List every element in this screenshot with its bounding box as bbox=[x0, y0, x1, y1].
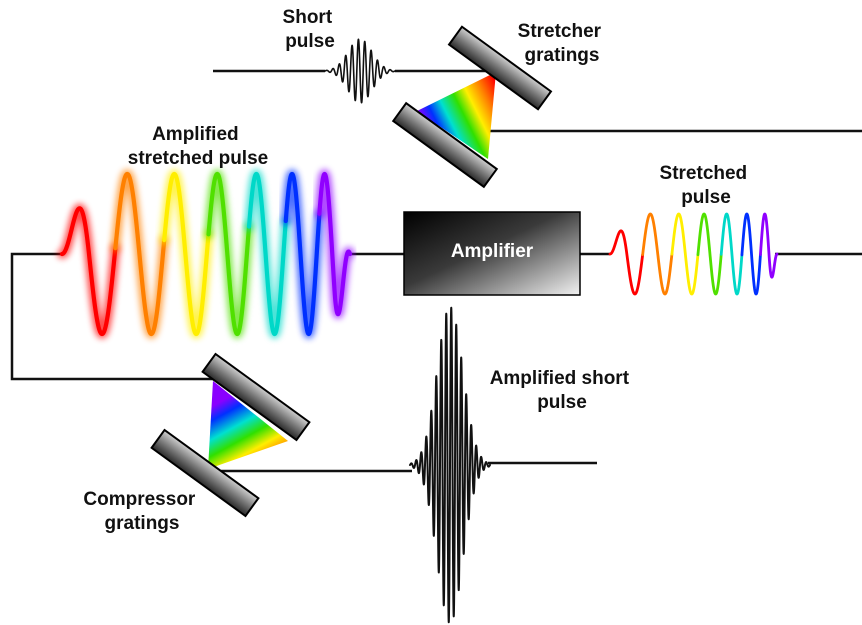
stretched-pulse-segment-4 bbox=[696, 212, 723, 296]
amplified-short-pulse-wave bbox=[409, 306, 491, 624]
stretched-pulse-segment-3 bbox=[670, 212, 700, 296]
stretcher-gratings-label: Stretcher gratings bbox=[518, 21, 607, 66]
amplifier: Amplifier bbox=[403, 211, 581, 296]
amplified-stretched-pulse-segment-1 bbox=[59, 206, 118, 337]
amplified-stretched-pulse-wave bbox=[57, 169, 355, 339]
stretched-pulse-label: Stretched pulse bbox=[660, 163, 753, 208]
compressor bbox=[150, 352, 311, 518]
amplifier-label: Amplifier bbox=[451, 241, 534, 262]
compressor-grating-top bbox=[201, 352, 311, 442]
short-pulse-trace bbox=[324, 38, 396, 104]
amplified-short-pulse-label: Amplified short pulse bbox=[490, 368, 635, 413]
stretched-pulse-segment-1 bbox=[608, 229, 645, 296]
stretcher-grating-top bbox=[447, 25, 553, 111]
stretcher-grating-bottom bbox=[391, 101, 499, 189]
stretched-pulse-segment-6 bbox=[740, 212, 762, 296]
compressor-grating-bottom bbox=[150, 428, 260, 518]
stretched-pulse-wave bbox=[608, 212, 779, 296]
amplified-stretched-pulse-segment-5 bbox=[246, 171, 288, 337]
amplified-stretched-pulse-label: Amplified stretched pulse bbox=[128, 124, 268, 169]
compressor-gratings-label: Compressor gratings bbox=[83, 489, 200, 534]
short-pulse-wave bbox=[324, 38, 396, 104]
amplified-stretched-pulse-segment-2 bbox=[113, 171, 167, 337]
stretcher-dispersion-fan bbox=[417, 72, 496, 159]
stretched-pulse-segment-2 bbox=[641, 212, 674, 296]
return-beam bbox=[10, 252, 222, 381]
amplified-stretched-pulse-segment-6 bbox=[283, 171, 322, 337]
amplified-stretched-pulse-segment-3 bbox=[162, 171, 211, 337]
amplified-short-pulse-trace bbox=[409, 306, 491, 624]
amplifier-box bbox=[403, 211, 581, 296]
stretched-pulse-segment-7 bbox=[759, 212, 779, 279]
compressor-dispersion-fan bbox=[208, 381, 288, 469]
beam-lines bbox=[10, 69, 862, 473]
stretcher bbox=[391, 25, 553, 189]
stretched-pulse-segment-5 bbox=[719, 212, 744, 296]
amplified-stretched-pulse-segment-4 bbox=[206, 171, 252, 337]
short-pulse-label: Short pulse bbox=[283, 7, 338, 52]
amplified-stretched-pulse-segment-7 bbox=[317, 171, 353, 317]
